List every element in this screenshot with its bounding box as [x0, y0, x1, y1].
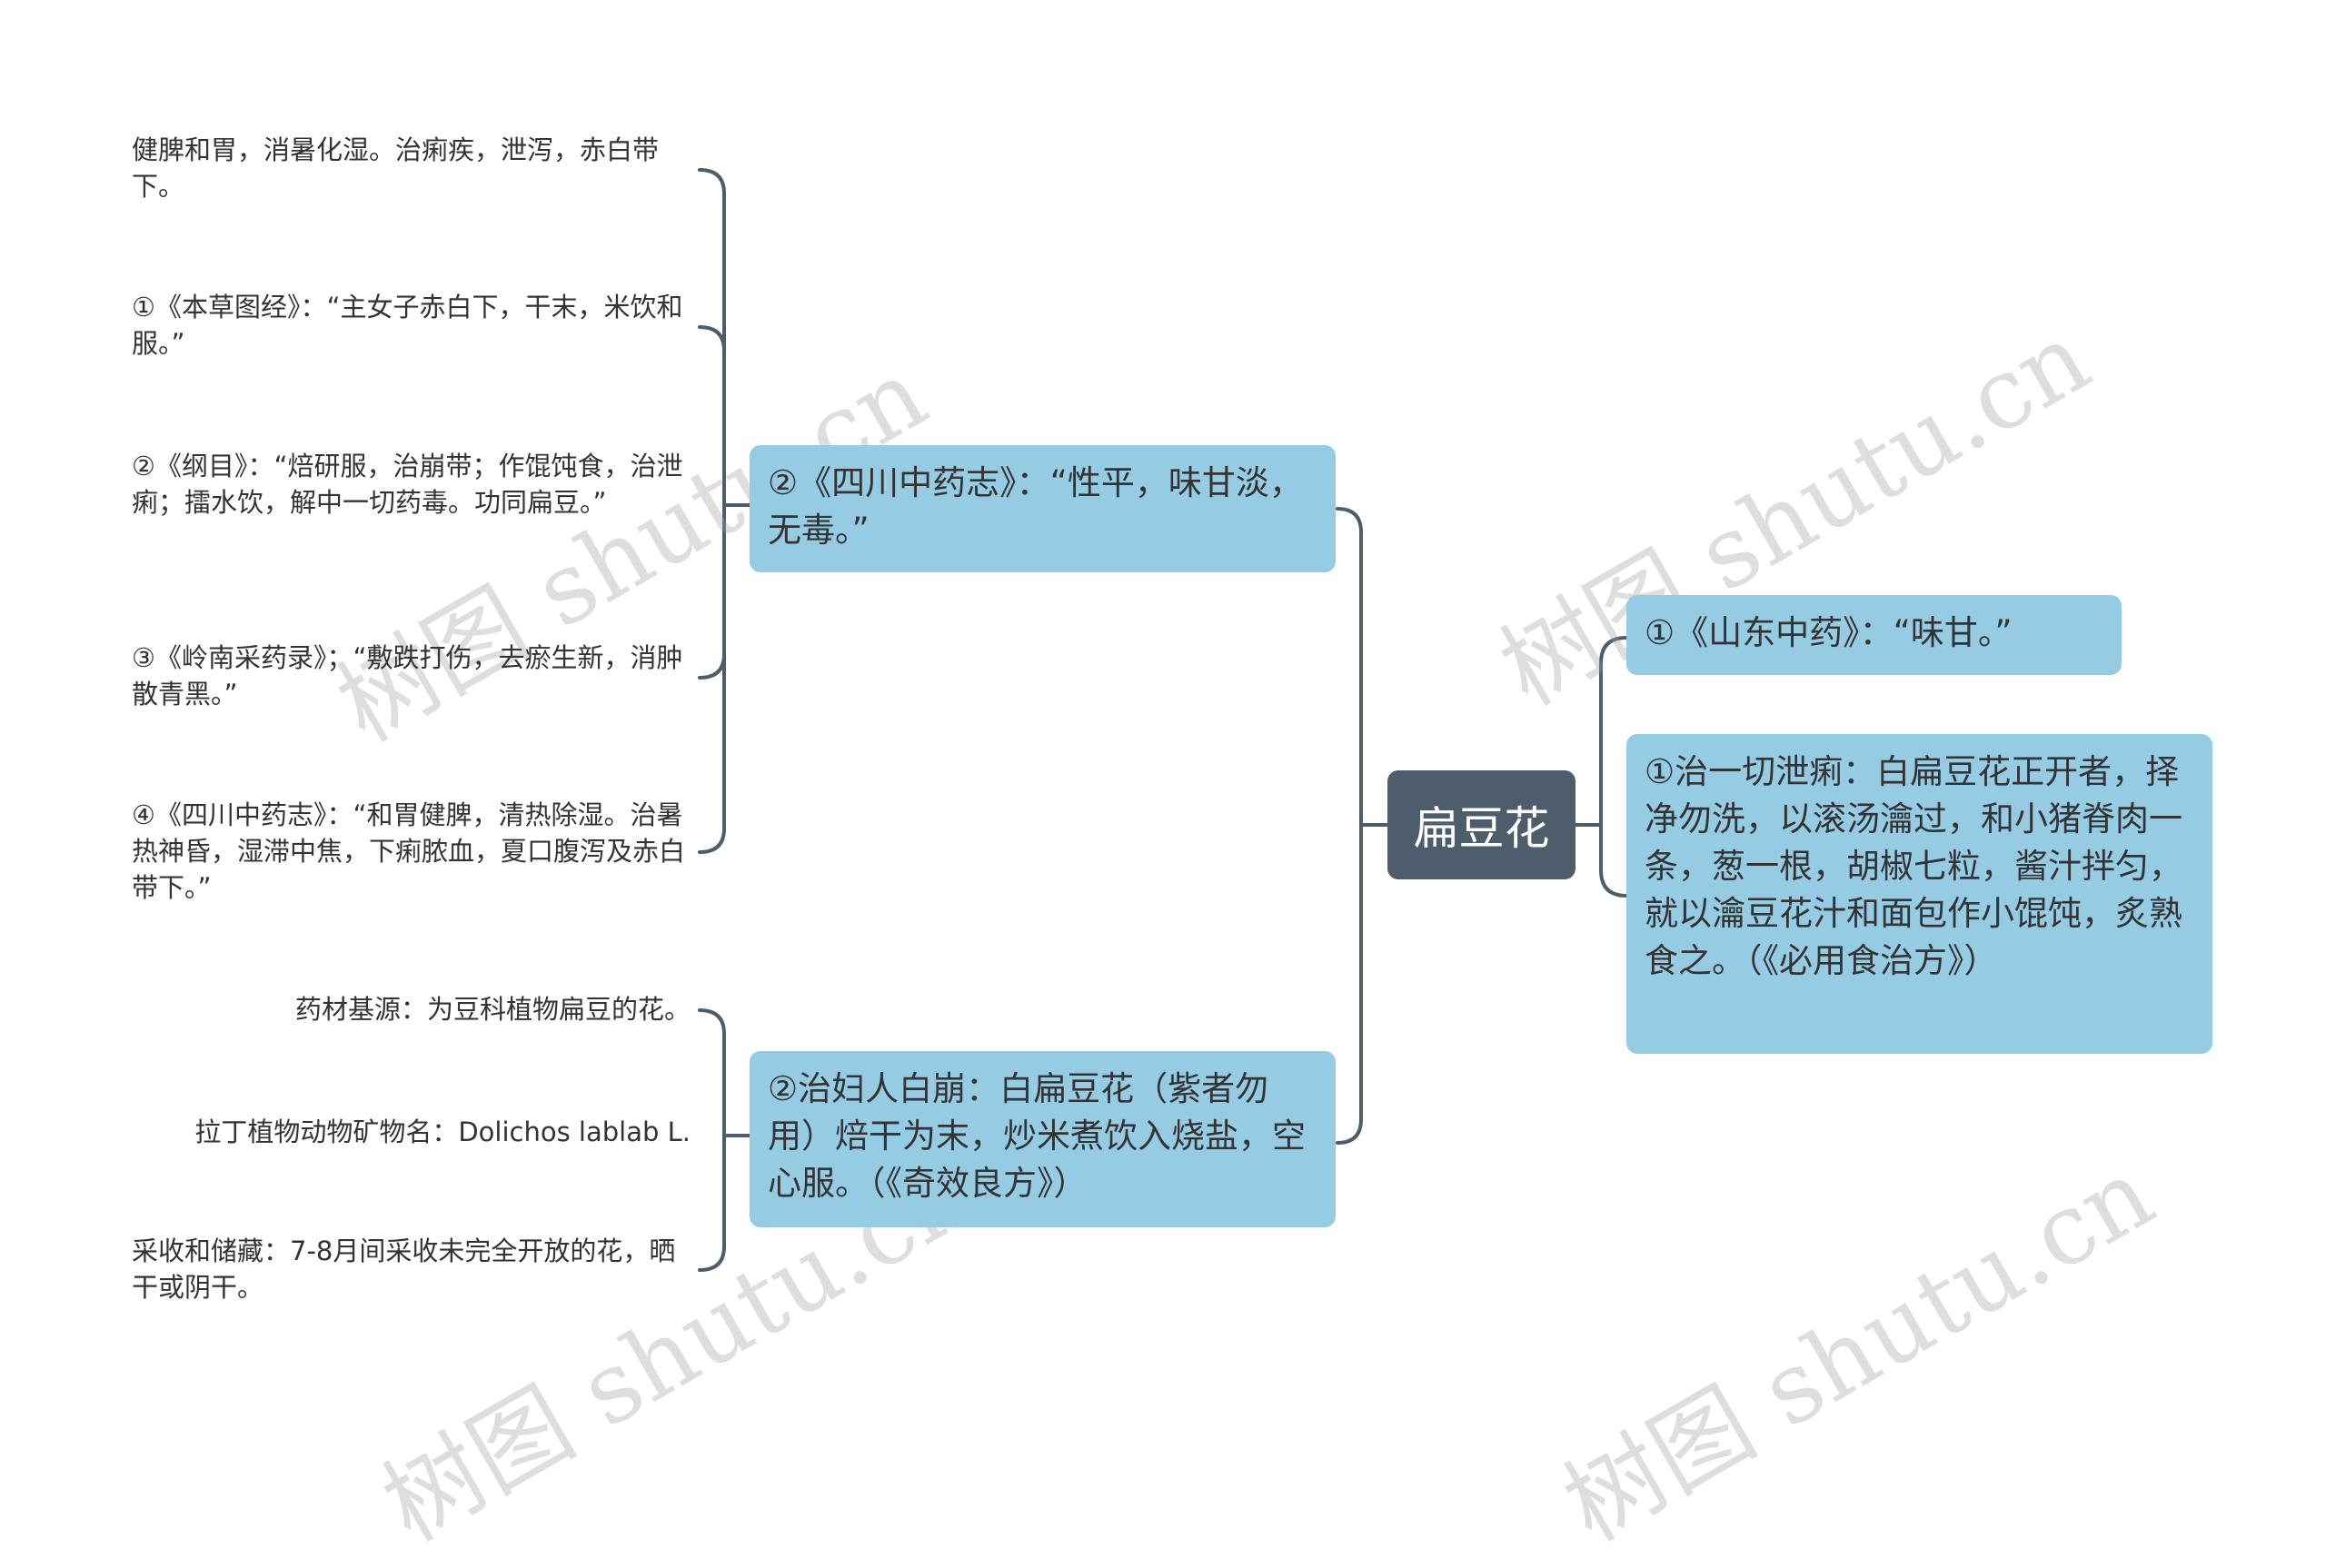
leaf-node[interactable]: ③《岭南采药录》；“敷跌打伤，去瘀生新，消肿散青黑。”: [132, 642, 683, 710]
branch-node-shandong[interactable]: ①《山东中药》：“味甘。”: [1626, 595, 2122, 675]
connector-branch1-mid1: [698, 325, 726, 352]
leaf-node[interactable]: 拉丁植物动物矿物名：Dolichos lablab L.: [194, 1116, 691, 1147]
root-node[interactable]: 扁豆花: [1387, 770, 1576, 879]
connector-left-trunk: [1336, 507, 1363, 1145]
connector-branch2-bracket: [698, 1008, 726, 1272]
connector-branch1-bracket: [698, 168, 726, 854]
leaf-node[interactable]: 健脾和胃，消暑化湿。治痢疾，泄泻，赤白带下。: [132, 134, 660, 202]
leaf-node[interactable]: ①《本草图经》：“主女子赤白下，干末，米饮和服。”: [132, 292, 683, 359]
leaf-node[interactable]: 药材基源：为豆科植物扁豆的花。: [294, 994, 691, 1025]
leaf-node[interactable]: 采收和储藏：7-8月间采收未完全开放的花，晒干或阴干。: [132, 1236, 676, 1303]
branch-node-dysentery[interactable]: ①治一切泄痢：白扁豆花正开者，择净勿洗，以滚汤瀹过，和小猪脊肉一条，葱一根，胡椒…: [1626, 734, 2212, 1054]
leaf-node[interactable]: ②《纲目》：“焙研服，治崩带；作馄饨食，治泄痢；擂水饮，解中一切药毒。功同扁豆。…: [132, 451, 683, 518]
leaf-node[interactable]: ④《四川中药志》：“和胃健脾，清热除湿。治暑热神昏，湿滞中焦，下痢脓血，夏口腹泻…: [132, 799, 686, 903]
connector-branch1-mid2: [698, 652, 726, 680]
connector-lines: [698, 168, 1628, 1272]
branch-node-sichuan[interactable]: ②《四川中药志》：“性平，味甘淡，无毒。”: [750, 445, 1336, 572]
branch-node-white-collapse[interactable]: ②治妇人白崩：白扁豆花（紫者勿用）焙干为末，炒米煮饮入烧盐，空心服。（《奇效良方…: [750, 1051, 1336, 1227]
connector-right-trunk: [1599, 636, 1628, 898]
mindmap-canvas: 树图 shutu.cn 树图 shutu.cn 树图 shutu.cn 树图 s…: [132, 134, 2212, 1563]
